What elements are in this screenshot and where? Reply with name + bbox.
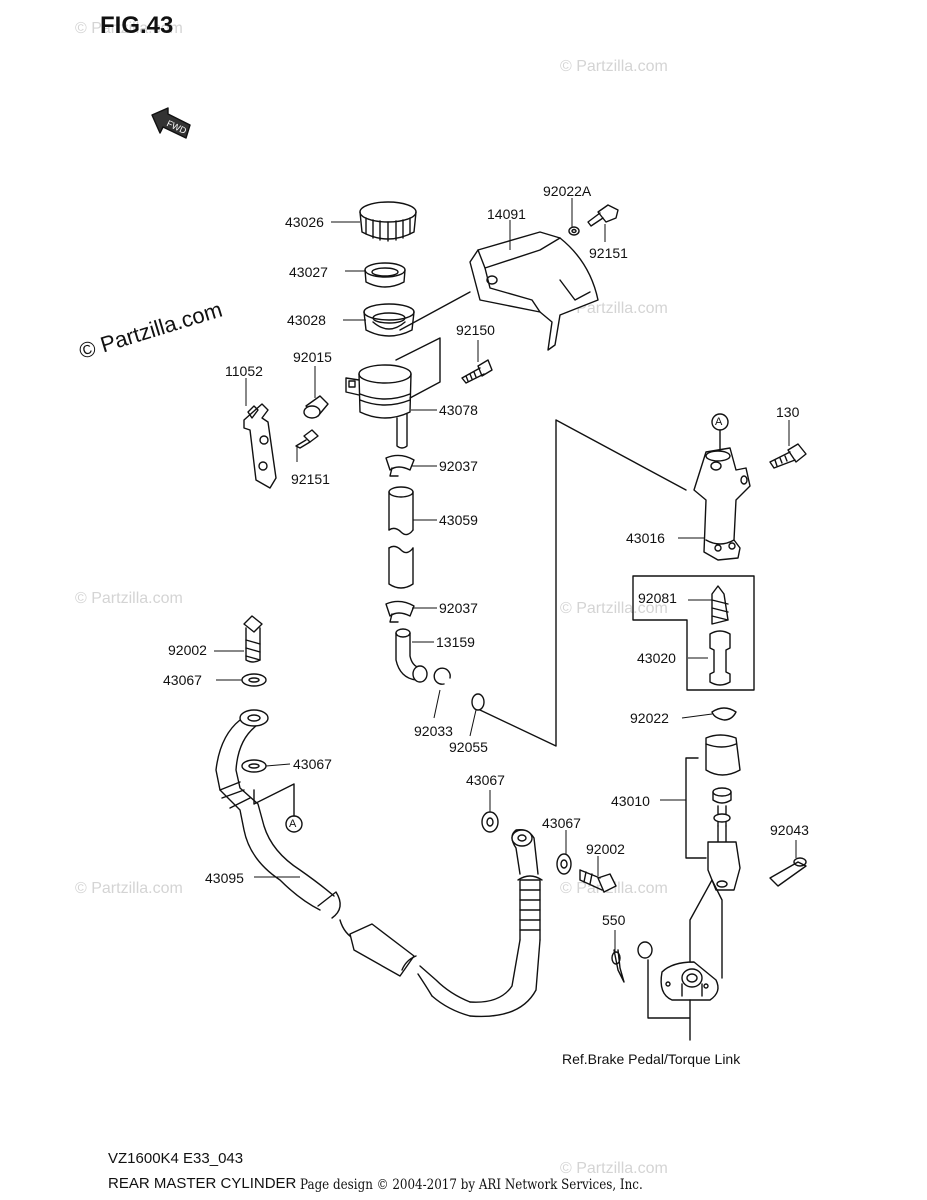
reservoir-tank bbox=[345, 364, 412, 449]
part-label[interactable]: 14091 bbox=[487, 206, 526, 222]
grommet bbox=[303, 395, 329, 419]
brake-pedal-link bbox=[660, 961, 719, 1001]
forward-arrow-icon: FWD bbox=[151, 107, 191, 139]
part-label[interactable]: 43067 bbox=[293, 756, 332, 772]
callout-label: A bbox=[289, 818, 297, 830]
pushrod bbox=[707, 787, 741, 891]
part-label[interactable]: 92022 bbox=[630, 710, 669, 726]
ref-bracket bbox=[647, 959, 691, 1041]
watermark: © Partzilla.com bbox=[75, 590, 183, 607]
washer bbox=[556, 853, 572, 875]
part-label[interactable]: 43067 bbox=[466, 772, 505, 788]
master-cylinder bbox=[693, 447, 751, 561]
watermark: © Partzilla.com bbox=[560, 880, 668, 897]
part-label[interactable]: 92015 bbox=[293, 349, 332, 365]
watermark: © Partzilla.com bbox=[560, 1160, 668, 1177]
clevis-pin bbox=[769, 857, 807, 887]
part-label[interactable]: 92081 bbox=[638, 590, 677, 606]
part-label[interactable]: 92150 bbox=[456, 322, 495, 338]
primary-cup bbox=[711, 585, 729, 625]
part-label[interactable]: 43020 bbox=[637, 650, 676, 666]
washer bbox=[637, 941, 653, 959]
part-label[interactable]: 92043 bbox=[770, 822, 809, 838]
ref-leader bbox=[689, 879, 723, 979]
bolt bbox=[769, 443, 807, 469]
part-label[interactable]: 130 bbox=[776, 404, 800, 420]
reservoir-hose bbox=[388, 486, 414, 589]
circlip bbox=[711, 707, 737, 721]
o-ring bbox=[471, 693, 485, 711]
banjo-bolt bbox=[579, 869, 617, 893]
assembly-bracket bbox=[685, 757, 707, 859]
watermark: © Partzilla.com bbox=[75, 880, 183, 897]
watermark: © Partzilla.com bbox=[560, 58, 668, 75]
part-label[interactable]: 43059 bbox=[439, 512, 478, 528]
bolt bbox=[295, 429, 319, 449]
circlip bbox=[433, 667, 451, 685]
reference-note: Ref.Brake Pedal/Torque Link bbox=[562, 1051, 741, 1067]
part-label[interactable]: 43067 bbox=[542, 815, 581, 831]
part-label[interactable]: 43067 bbox=[163, 672, 202, 688]
part-label[interactable]: 43026 bbox=[285, 214, 324, 230]
part-label[interactable]: 43010 bbox=[611, 793, 650, 809]
copyright-notice: Page design © 2004-2017 by ARI Network S… bbox=[300, 1177, 643, 1193]
part-label[interactable]: 92037 bbox=[439, 600, 478, 616]
washer bbox=[568, 226, 580, 236]
reservoir-cover bbox=[469, 231, 599, 351]
bolt bbox=[461, 359, 493, 384]
part-label[interactable]: 92151 bbox=[589, 245, 628, 261]
model-code: VZ1600K4 E33_043 bbox=[108, 1150, 244, 1167]
bolt bbox=[587, 204, 619, 227]
dust-boot bbox=[705, 734, 741, 776]
mounting-bracket bbox=[243, 403, 277, 489]
diaphragm bbox=[363, 303, 415, 337]
diaphragm-plate bbox=[364, 262, 406, 288]
secondary-cup bbox=[709, 630, 731, 686]
section-name: REAR MASTER CYLINDER bbox=[108, 1175, 297, 1192]
part-label[interactable]: 92055 bbox=[449, 739, 488, 755]
part-label[interactable]: 92033 bbox=[414, 723, 453, 739]
part-label[interactable]: 43027 bbox=[289, 264, 328, 280]
part-label[interactable]: 92002 bbox=[168, 642, 207, 658]
part-label[interactable]: 43078 bbox=[439, 402, 478, 418]
hose-clip bbox=[385, 600, 415, 623]
brake-hose bbox=[215, 709, 543, 1018]
assembly-leader bbox=[479, 419, 687, 747]
washer bbox=[481, 811, 499, 833]
part-label[interactable]: 92022A bbox=[543, 183, 592, 199]
part-label[interactable]: 550 bbox=[602, 912, 626, 928]
part-label[interactable]: 92151 bbox=[291, 471, 330, 487]
kit-bracket bbox=[632, 575, 755, 691]
washer bbox=[241, 759, 267, 773]
washer bbox=[241, 673, 267, 687]
part-label[interactable]: 13159 bbox=[436, 634, 475, 650]
watermark: © Partzilla.com bbox=[75, 20, 183, 37]
part-label[interactable]: 43095 bbox=[205, 870, 244, 886]
cotter-pin bbox=[611, 949, 625, 983]
part-label[interactable]: 92002 bbox=[586, 841, 625, 857]
hose-clip bbox=[385, 454, 415, 477]
part-label[interactable]: 92037 bbox=[439, 458, 478, 474]
watermark: © Partzilla.com bbox=[560, 600, 668, 617]
elbow-fitting bbox=[395, 628, 428, 683]
callout-label: A bbox=[715, 416, 723, 428]
part-label[interactable]: 43028 bbox=[287, 312, 326, 328]
reservoir-cap bbox=[359, 201, 417, 242]
banjo-bolt bbox=[243, 615, 263, 663]
part-label[interactable]: 11052 bbox=[225, 363, 263, 379]
figure-title: FIG.43 bbox=[100, 12, 174, 39]
part-label[interactable]: 43016 bbox=[626, 530, 665, 546]
